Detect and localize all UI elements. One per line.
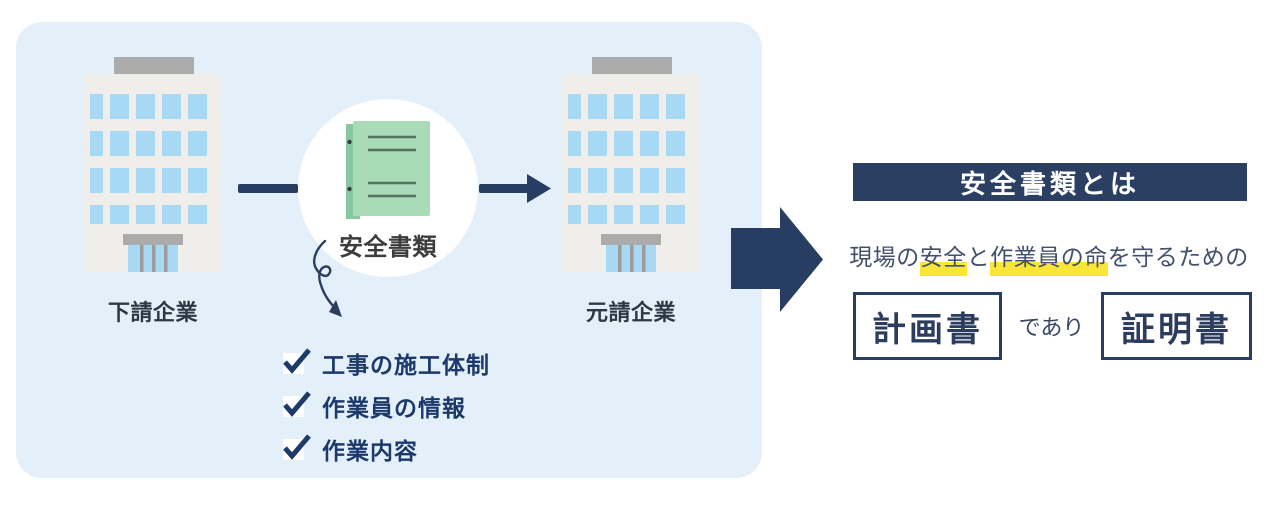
check-icon [283,390,311,417]
description-highlight: 作業員の命 [990,245,1108,276]
checklist-item-label: 作業内容 [322,439,418,465]
checklist-item-label: 工事の施工体制 [322,353,490,379]
checklist-item: 工事の施工体制 [283,347,490,379]
flow-arrow-icon [479,174,551,203]
flow-line [238,184,298,193]
curved-arrow-icon [313,239,342,317]
check-icon [283,347,311,374]
certificate-document-label: 証明書 [1121,309,1232,350]
definition-title-bar: 安全書類とは [853,163,1247,201]
definition-title: 安全書類とは [959,169,1140,200]
subcontractor-label: 下請企業 [107,301,198,326]
plan-document-box: 計画書 [853,292,1002,360]
connector-text: であり [1018,316,1085,341]
subcontractor-building-icon [84,57,222,272]
checklist-item: 作業員の情報 [283,390,466,422]
description-segment: 現場の [849,245,920,271]
checklist-item-label: 作業員の情報 [322,396,466,422]
big-arrow-icon [731,207,823,312]
certificate-document-box: 証明書 [1101,292,1252,360]
checklist-item: 作業内容 [283,433,418,465]
description-segment: と [966,245,991,271]
definition-description: 現場の安全と作業員の命を守るための [833,238,1265,276]
prime-contractor-building-icon [562,57,700,272]
document-label: 安全書類 [339,233,437,261]
description-segment: を守るための [1107,245,1249,271]
plan-document-label: 計画書 [872,309,983,350]
prime-contractor-label: 元請企業 [585,301,676,326]
green-binder-icon [346,121,430,219]
description-highlight: 安全 [919,245,967,276]
check-icon [283,433,311,460]
